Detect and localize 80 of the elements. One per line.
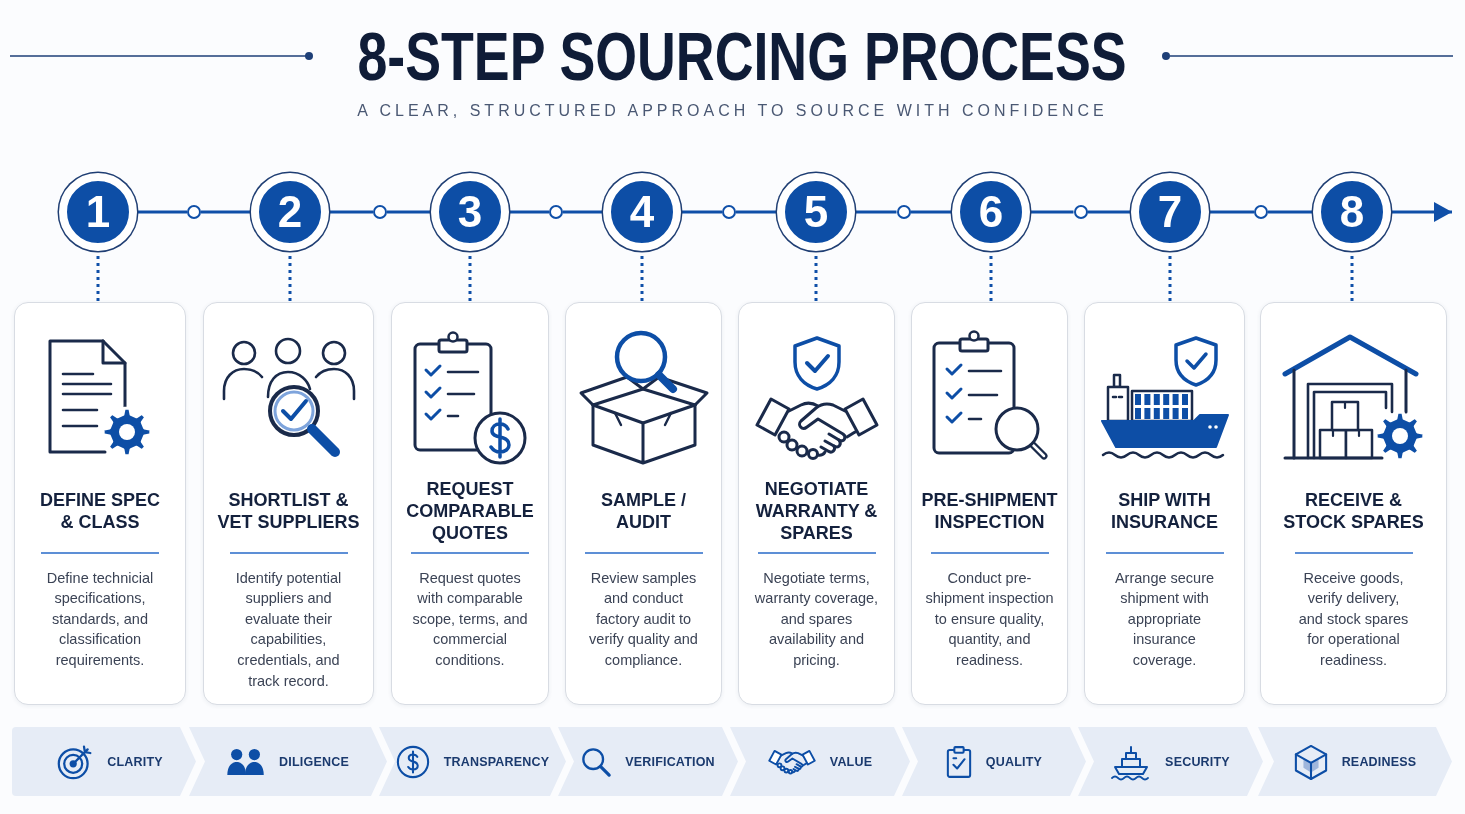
timeline-dot — [722, 205, 736, 219]
step-card — [738, 302, 895, 705]
step-card — [391, 302, 549, 705]
chevron-band — [1258, 727, 1452, 796]
step-card — [911, 302, 1068, 705]
timeline-dot — [1073, 205, 1088, 219]
band-label: DILIGENCE — [279, 754, 349, 769]
timeline-connector — [563, 210, 603, 214]
step-circle — [952, 173, 1030, 251]
step-title: SHIP WITH INSURANCE — [1110, 489, 1219, 533]
step-circle — [603, 173, 681, 251]
timeline-connector — [387, 210, 431, 214]
step-circle — [777, 173, 855, 251]
timeline-dot — [1254, 205, 1268, 219]
band-label: TRANSPARENCY — [443, 754, 550, 769]
step-title: NEGOTIATE WARRANTY & SPARES — [754, 478, 879, 544]
timeline-connector — [1209, 210, 1254, 214]
timeline-connector — [736, 210, 777, 214]
timeline-dot — [549, 205, 563, 219]
step-title: PRE-SHIPMENT INSPECTION — [920, 489, 1059, 533]
chevron-band — [730, 727, 910, 796]
timeline-connector — [329, 210, 373, 214]
step-number: 5 — [803, 190, 829, 234]
step-description: Request quotes with comparable scope, terms, and commercial conditions. — [411, 568, 529, 670]
band-label: CLARITY — [107, 754, 163, 769]
step-card — [565, 302, 722, 705]
step-circle — [1131, 173, 1209, 251]
step-description: Identify potential suppliers and evaluate their capabilities, credentials, and track record. — [234, 568, 343, 691]
band-label: QUALITY — [985, 754, 1043, 769]
timeline-connector — [1087, 210, 1131, 214]
step-number: 8 — [1339, 190, 1365, 234]
timeline-dot — [187, 205, 201, 219]
timeline-connector — [201, 210, 251, 214]
band-label: READINESS — [1341, 754, 1417, 769]
step-number: 7 — [1157, 190, 1183, 234]
timeline-arrow — [1391, 202, 1452, 222]
step-number: 1 — [85, 190, 111, 234]
step-title: DEFINE SPEC & CLASS — [39, 489, 161, 533]
step-circle — [59, 173, 137, 251]
step-description: Negotiate terms, warranty coverage, and spares availability and pricing. — [753, 568, 880, 670]
chevron-band — [12, 727, 196, 796]
step-card — [14, 302, 186, 705]
chevron-band — [1078, 727, 1263, 796]
step-title: RECEIVE & STOCK SPARES — [1282, 489, 1425, 533]
chevron-band — [379, 727, 566, 796]
step-circle — [1313, 173, 1391, 251]
step-card — [1084, 302, 1245, 705]
subtitle: A CLEAR, STRUCTURED APPROACH TO SOURCE WITH CONFIDENCE — [357, 103, 1108, 119]
step-card — [1260, 302, 1447, 705]
timeline-dot — [373, 205, 387, 219]
chevron-band — [558, 727, 738, 796]
step-description: Arrange secure shipment with appropriate insurance coverage. — [1113, 568, 1216, 670]
step-title: REQUEST COMPARABLE QUOTES — [405, 478, 535, 544]
step-card — [203, 302, 374, 705]
step-description: Review samples and conduct factory audit to verify quality and compliance. — [588, 568, 699, 670]
step-description: Define technicial specifications, standards, and classification requirements. — [45, 568, 155, 670]
page-title: 8-STEP SOURCING PROCESS — [357, 22, 1127, 90]
chevron-band — [902, 727, 1086, 796]
chevron-band — [189, 727, 387, 796]
timeline-connector — [855, 210, 897, 214]
step-number: 2 — [277, 190, 303, 234]
timeline-connector — [910, 210, 952, 214]
step-circle — [431, 173, 509, 251]
timeline-connector — [509, 210, 549, 214]
timeline-dot — [896, 205, 911, 219]
timeline-connector — [137, 210, 187, 214]
band-label: VERIFICATION — [625, 754, 715, 769]
step-title: SAMPLE / AUDIT — [600, 489, 687, 533]
step-title: SHORTLIST & VET SUPPLIERS — [216, 489, 361, 533]
band-label: SECURITY — [1165, 754, 1230, 769]
timeline-connector — [1268, 210, 1313, 214]
band-label: VALUE — [829, 754, 873, 769]
step-circle — [251, 173, 329, 251]
timeline-connector — [681, 210, 722, 214]
step-description: Receive goods, verify delivery, and stock spares for operational readiness. — [1297, 568, 1410, 670]
step-number: 3 — [457, 190, 483, 234]
timeline-connector — [1030, 210, 1074, 214]
step-number: 6 — [978, 190, 1004, 234]
step-number: 4 — [629, 190, 655, 234]
step-description: Conduct pre-shipment inspection to ensure quality, quantity, and readiness. — [924, 568, 1055, 670]
